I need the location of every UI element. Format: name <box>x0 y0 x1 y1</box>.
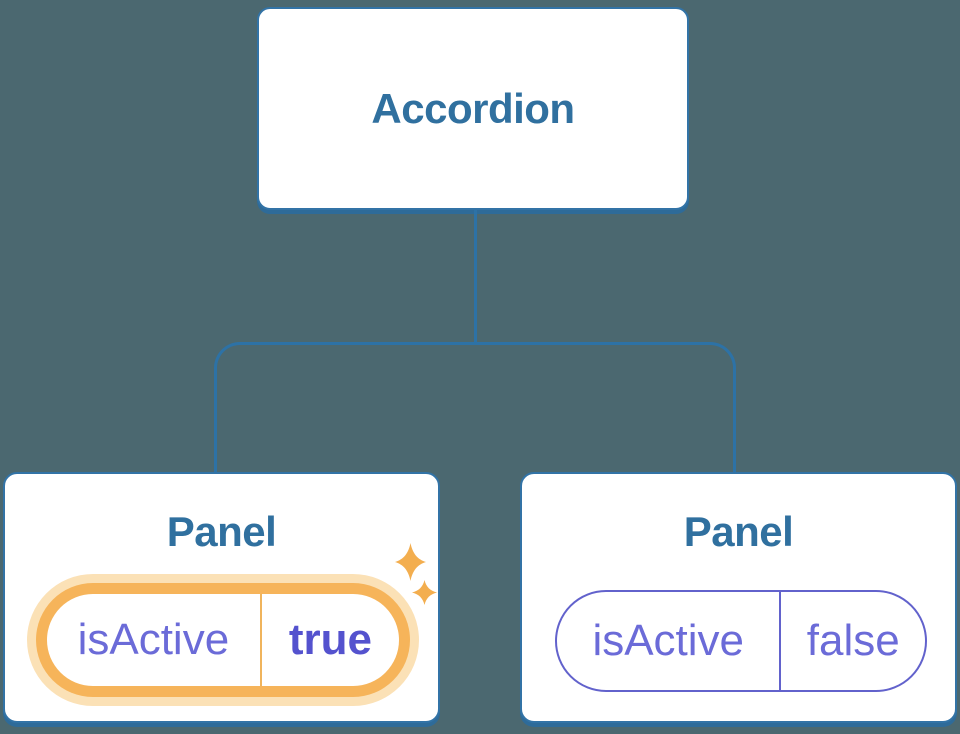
accordion-label: Accordion <box>371 84 575 132</box>
panel-node-active: Panel isActive true <box>3 472 440 723</box>
sparkle-large-icon <box>395 543 426 581</box>
state-value: true <box>259 594 399 686</box>
accordion-node: Accordion <box>257 7 689 210</box>
state-prop-label: isActive <box>592 616 745 665</box>
state-pill-inner: isActive true <box>47 594 399 686</box>
panel-title: Panel <box>166 508 277 555</box>
panel-node-inactive: Panel isActive false <box>520 472 957 723</box>
sparkle-small-icon <box>412 580 437 605</box>
state-pill-active: isActive true <box>27 574 419 706</box>
connector-branch <box>214 342 736 473</box>
state-pill-inactive: isActive false <box>555 590 927 692</box>
panel-title: Panel <box>683 508 794 555</box>
connector-stem <box>474 210 477 343</box>
state-value: false <box>779 592 925 690</box>
state-pill-ring: isActive true <box>36 583 410 697</box>
state-prop-label: isActive <box>77 615 230 664</box>
